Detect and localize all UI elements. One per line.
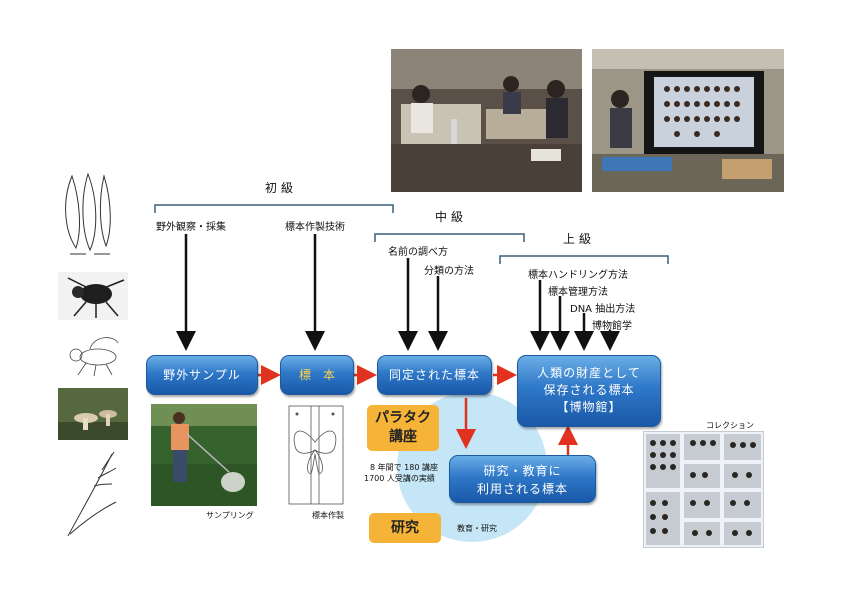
paratax-note-line1: 8 年間で 180 講座	[370, 463, 438, 472]
bee-sketch	[60, 333, 126, 377]
paratax-note-line2: 1700 人受講の実績	[364, 474, 435, 483]
box-specimen-label: 標 本	[298, 368, 335, 382]
box-research: 研究	[369, 513, 441, 543]
box-field-sample-label: 野外サンプル	[163, 368, 241, 382]
box-research-line2: 利用される標本	[476, 482, 568, 496]
level-beginner: 初級	[265, 181, 298, 195]
caption-specimen-making: 標本作製	[312, 511, 344, 520]
box-heritage-museum: 人類の財産として 保存される標本 【博物館】	[517, 355, 661, 427]
skill-dna: DNA 抽出方法	[570, 304, 636, 315]
stone-tool-sketch	[60, 170, 122, 258]
paratax-line1: パラタク	[375, 410, 431, 426]
edu-research-note: 教育・研究	[457, 524, 497, 533]
paratax-line2: 講座	[389, 429, 417, 445]
skill-specimen-making: 標本作製技術	[285, 222, 345, 233]
bracket-intermediate	[374, 233, 525, 242]
box-research-line1: 研究・教育に	[483, 464, 562, 478]
box-identified-label: 同定された標本	[388, 368, 480, 382]
bracket-advanced	[499, 255, 669, 264]
bracket-beginner	[154, 204, 394, 213]
skill-management: 標本管理方法	[548, 287, 608, 298]
box-paratax-course: パラタク 講座	[367, 405, 439, 451]
level-advanced: 上級	[563, 232, 596, 246]
box-heritage-line1: 人類の財産として	[537, 366, 641, 380]
level-intermediate: 中級	[435, 210, 468, 224]
skill-classification: 分類の方法	[424, 266, 474, 277]
grass-sketch	[62, 450, 120, 538]
specimen-board-drawing	[283, 402, 349, 506]
box-heritage-line2: 保存される標本	[543, 383, 635, 397]
caption-collection: コレクション	[706, 421, 754, 430]
box-field-sample: 野外サンプル	[146, 355, 258, 395]
caption-sampling: サンプリング	[206, 511, 254, 520]
box-heritage-line3: 【博物館】	[556, 400, 622, 414]
box-research-education: 研究・教育に 利用される標本	[449, 455, 596, 503]
beetle-photo	[58, 272, 128, 320]
skill-handling: 標本ハンドリング方法	[528, 270, 628, 281]
skill-field-observation: 野外観察・採集	[156, 222, 226, 233]
box-specimen: 標 本	[280, 355, 354, 395]
lab-classroom-photo	[391, 49, 582, 192]
sampling-photo	[151, 404, 257, 506]
mushroom-photo	[58, 388, 128, 440]
skill-museology: 博物館学	[592, 321, 632, 332]
skill-name-lookup: 名前の調べ方	[388, 247, 448, 258]
collection-photo	[643, 431, 764, 548]
research-label: 研究	[391, 520, 419, 536]
box-identified-specimen: 同定された標本	[377, 355, 492, 395]
presentation-photo	[592, 49, 784, 192]
